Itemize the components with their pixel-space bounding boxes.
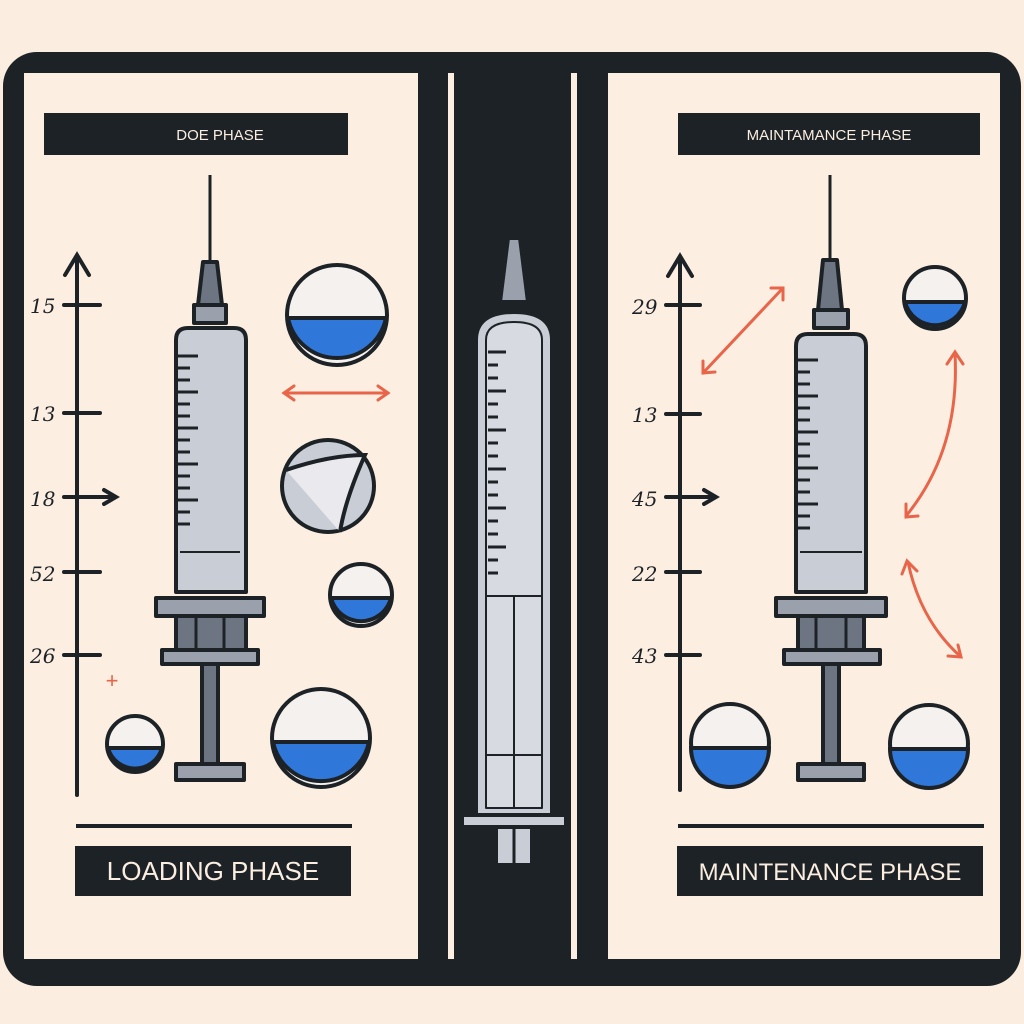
left-axis-ticks: 15 13 18 52 26 xyxy=(29,294,56,668)
dose-circle-icon xyxy=(902,265,968,331)
right-tick-label: 45 xyxy=(631,487,657,511)
left-axis xyxy=(62,251,120,797)
left-tick-label: 13 xyxy=(30,402,55,426)
right-tick-label: 13 xyxy=(632,403,657,427)
dose-circle-icon xyxy=(328,562,394,628)
center-syringe-icon xyxy=(460,142,568,870)
left-tick-label: 52 xyxy=(30,562,55,586)
dose-circle-icon xyxy=(105,714,165,774)
left-tick-label: 26 xyxy=(29,644,56,668)
left-syringe-icon xyxy=(154,175,266,782)
double-arrow-icon xyxy=(900,558,963,659)
right-axis-ticks: 29 13 45 22 43 xyxy=(631,295,658,668)
double-arrow-icon xyxy=(281,384,391,402)
right-tick-label: 29 xyxy=(631,295,658,319)
dose-circle-icon xyxy=(688,702,772,789)
left-header-label: DOE PHASE xyxy=(176,127,264,144)
axis-up-arrow-icon xyxy=(666,252,694,278)
right-syringe-graduations xyxy=(798,358,818,530)
dose-circle-icon xyxy=(280,438,376,534)
right-tick-label: 22 xyxy=(631,562,657,586)
dose-circle-icon xyxy=(887,703,971,790)
axis-up-arrow-icon xyxy=(63,251,91,277)
right-syringe-icon xyxy=(774,175,888,782)
plus-mark: + xyxy=(106,668,119,693)
center-divider-left xyxy=(448,73,454,959)
left-tick-label: 15 xyxy=(30,294,55,318)
center-syringe-graduations xyxy=(488,350,506,575)
dose-circle-icon xyxy=(285,263,389,367)
double-arrow-icon xyxy=(904,349,965,519)
double-arrow-icon xyxy=(701,286,785,375)
right-footer-box: MAINTENANCE PHASE xyxy=(677,846,983,896)
left-header-box: DOE PHASE xyxy=(44,113,348,155)
right-tick-label: 43 xyxy=(631,644,657,668)
right-header-label: MAINTAMANCE PHASE xyxy=(747,127,912,144)
right-footer-label: MAINTENANCE PHASE xyxy=(699,859,962,886)
center-divider-right xyxy=(571,73,577,959)
right-axis xyxy=(664,252,720,792)
dose-circle-icon xyxy=(270,687,372,789)
left-tick-label: 18 xyxy=(30,487,55,511)
left-footer-box: LOADING PHASE xyxy=(75,846,351,896)
right-header-box: MAINTAMANCE PHASE xyxy=(678,113,980,155)
left-syringe-graduations xyxy=(178,354,198,526)
left-footer-label: LOADING PHASE xyxy=(107,856,319,886)
